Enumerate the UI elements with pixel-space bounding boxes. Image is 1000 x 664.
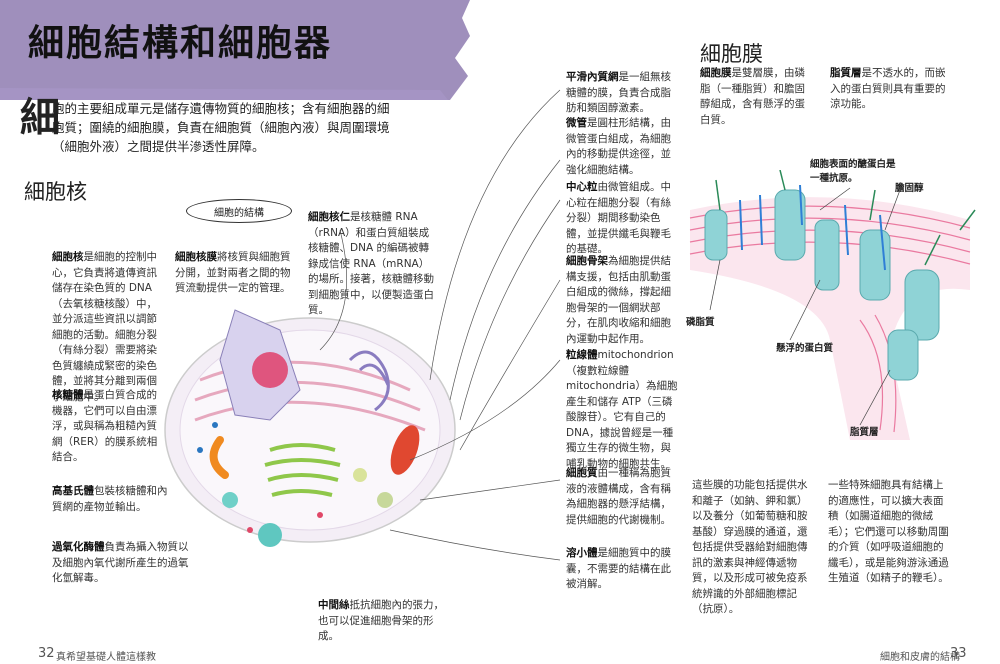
lysosome-desc: 溶小體是細胞質中的膜囊，不需要的結構在此被消解。 [566,547,671,590]
label-floating-protein: 懸浮的蛋白質 [776,343,834,354]
nuclear-membrane-desc: 細胞核膜將核質與細胞質分開，並對兩者之間的物質流動提供一定的管理。 [175,251,291,294]
cytoplasm-desc: 細胞質由一種稱為胞質液的液體構成，含有稱為細胞器的懸浮結構，提供細胞的代謝機制。 [566,467,671,526]
nucleolus-desc: 細胞核仁是核糖體 RNA（rRNA）和蛋白質組裝成核糖體、DNA 的編碼被轉錄成… [308,211,434,316]
nucleus-heading: 細胞核 [24,180,87,204]
peroxisome-desc: 過氧化酶體負責為攝入物質以及細胞內氧代謝所產生的過氧化氫解毒。 [52,541,189,584]
centriole-desc: 中心粒由微管組成。中心粒在細胞分裂（有絲分裂）期間移動染色體，並提供纖毛與鞭毛的… [566,181,671,255]
intermediate-filament-desc: 中間絲抵抗細胞內的張力，也可以促進細胞骨架的形成。 [318,599,444,642]
er-shape [348,350,390,412]
page-number-left: 32 [38,646,55,661]
microtubule-desc: 微管是圓柱形結構，由微管蛋白組成，為細胞內的移動提供途徑，並強化細胞結構。 [566,117,671,176]
footer-right-text: 細胞和皮膚的結構 [880,652,960,663]
cell-structure-label: 細胞的結構 [186,199,292,223]
page-title: 細胞結構和細胞器 [28,23,333,64]
mitochondrion-desc: 粒線體mitochondrion（複數粒線體mitochondria）為細胞產生… [566,349,678,470]
cholesterol-marks [739,184,886,271]
membrane-heading: 細胞膜 [700,42,763,66]
smooth-er-desc: 平滑內質網是一組無核糖體的膜，負責合成脂肪和類固醇激素。 [566,71,671,114]
page-number-right: 33 [950,646,967,661]
intro-dropcap: 細 [20,95,60,141]
membrane-illustration [689,170,976,440]
label-phospholipid: 磷脂質 [686,317,715,328]
cytoskeleton-desc: 細胞骨架為細胞提供結構支援，包括由肌動蛋白組成的微絲，撐起細胞骨架的一個網狀部分… [566,255,671,345]
label-glycoprotein: 細胞表面的醣蛋白是一種抗原。 [810,159,896,184]
intro-text: 胞的主要組成單元是儲存遺傳物質的細胞核；含有細胞器的細胞質；圍繞的細胞膜，負責在… [52,101,390,154]
mitochondrion-shape [209,425,420,479]
label-cholesterol: 膽固醇 [895,183,924,194]
nucleus-desc: 細胞核是細胞的控制中心，它負責將遺傳資訊儲存在染色質的 DNA（去氧核糖核酸）中… [52,251,157,403]
protein-shapes [704,189,940,381]
membrane-text-1: 這些膜的功能包括提供水和離子（如鈉、鉀和氯）以及養分（如葡萄糖和胺基酸）穿過膜的… [692,479,808,615]
membrane-text-2: 一些特殊細胞具有結構上的適應性，可以擴大表面積（如腸道細胞的微絨毛）；它們還可以… [828,479,949,584]
membrane-intro-2: 脂質層是不透水的，而嵌入的蛋白質則具有重要的涼功能。 [830,67,946,110]
membrane-intro-1: 細胞膜是雙層膜，由磷脂（一種脂質）和膽固醇組成，含有懸浮的蛋白質。 [700,67,805,126]
label-lipid-layer: 脂質層 [850,427,879,438]
golgi-shape [264,443,341,497]
glycoprotein-marks [715,170,976,266]
nucleus-shape [219,309,301,421]
cell-illustration [164,309,456,547]
title-band [0,0,470,100]
ribosome-desc: 核糖體是蛋白質合成的機器，它們可以自由漂浮，或與稱為粗糙內質網（RER）的膜系統… [52,389,158,463]
leader-lines [319,89,561,561]
golgi-desc: 高基氏體包裝核糖體和內質網的產物並輸出。 [52,485,168,513]
footer-left-text: 真希望基礎人體這樣教 [56,652,156,663]
